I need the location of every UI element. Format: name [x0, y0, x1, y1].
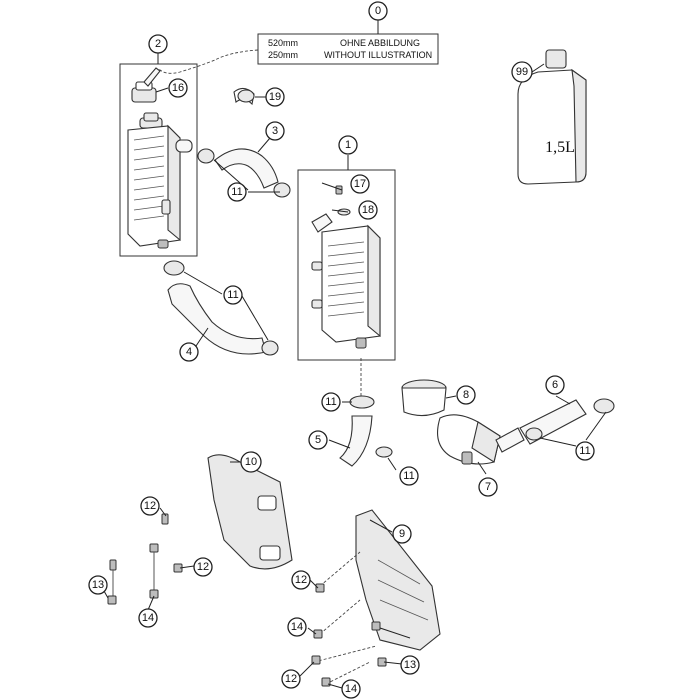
svg-text:99: 99	[516, 66, 528, 78]
callout-11-pump-top: 11	[321, 392, 341, 412]
callout-11-lower-hose: 11	[223, 285, 243, 305]
svg-text:17: 17	[354, 178, 366, 190]
callout-0: 0	[368, 1, 388, 21]
radiator-cap-part	[131, 67, 161, 103]
callout-17: 17	[350, 174, 370, 194]
callout-19: 19	[265, 87, 285, 107]
svg-text:11: 11	[325, 396, 336, 408]
length-note-box: 520mm OHNE ABBILDUNG 250mm WITHOUT ILLUS…	[257, 33, 439, 65]
callout-14-right-mid: 14	[287, 617, 307, 637]
callout-99: 99	[511, 61, 533, 83]
left-radiator-part	[127, 112, 193, 249]
svg-text:19: 19	[269, 91, 281, 103]
callout-8: 8	[456, 385, 476, 405]
note-line2-left: 250mm	[268, 50, 298, 60]
svg-text:4: 4	[186, 346, 192, 358]
svg-text:10: 10	[245, 456, 257, 468]
upper-hose-part	[197, 148, 291, 198]
callout-3: 3	[265, 121, 285, 141]
svg-text:12: 12	[144, 500, 156, 512]
left-radiator-shroud-part	[207, 454, 293, 570]
coolant-bottle-part: 1,5L	[517, 49, 587, 185]
callout-6: 6	[545, 375, 565, 395]
right-radiator-part	[311, 213, 381, 349]
svg-text:6: 6	[552, 379, 558, 391]
svg-text:16: 16	[172, 82, 184, 94]
callout-1: 1	[338, 135, 358, 155]
svg-text:9: 9	[399, 528, 405, 540]
callout-16: 16	[168, 78, 188, 98]
clip-part	[233, 87, 255, 106]
svg-text:11: 11	[579, 445, 590, 457]
callout-13-right: 13	[400, 655, 420, 675]
svg-text:14: 14	[142, 612, 154, 624]
callout-9: 9	[392, 524, 412, 544]
svg-text:5: 5	[315, 434, 321, 446]
callout-10: 10	[240, 451, 262, 473]
svg-text:12: 12	[285, 673, 297, 685]
svg-text:8: 8	[463, 389, 469, 401]
callout-18: 18	[358, 200, 378, 220]
svg-text:12: 12	[197, 561, 209, 573]
note-line1-left: 520mm	[268, 38, 298, 48]
svg-text:13: 13	[404, 659, 416, 671]
svg-text:18: 18	[362, 204, 374, 216]
callout-5: 5	[308, 430, 328, 450]
bottle-volume-label: 1,5L	[545, 139, 575, 156]
callout-11-pump-bottom: 11	[399, 466, 419, 486]
pump-elbow-hose-part	[339, 395, 393, 467]
note-line1-right: OHNE ABBILDUNG	[340, 38, 420, 48]
svg-text:12: 12	[295, 574, 307, 586]
svg-text:11: 11	[231, 186, 242, 198]
svg-text:11: 11	[227, 289, 238, 301]
svg-text:11: 11	[403, 470, 414, 482]
callout-12-right-top: 12	[291, 570, 311, 590]
callout-14-right-bottom: 14	[341, 679, 361, 699]
callout-11-upper-hose: 11	[227, 182, 247, 202]
lower-hose-part	[163, 260, 279, 356]
pump-cover-part	[401, 379, 447, 417]
water-pump-part	[437, 414, 525, 465]
note-line2-right: WITHOUT ILLUSTRATION	[324, 50, 432, 60]
svg-text:14: 14	[291, 621, 303, 633]
side-hose-part	[519, 398, 615, 445]
callout-2: 2	[148, 34, 168, 54]
callout-13-left: 13	[88, 575, 108, 595]
svg-text:3: 3	[272, 125, 278, 137]
svg-text:7: 7	[485, 481, 491, 493]
right-radiator-group-frame	[297, 169, 396, 361]
svg-text:13: 13	[92, 579, 104, 591]
callout-12-left-mid: 12	[193, 557, 213, 577]
callout-12-left-top: 12	[140, 496, 160, 516]
callout-4: 4	[179, 342, 199, 362]
svg-text:1: 1	[345, 139, 351, 151]
right-radiator-shroud-part	[355, 509, 441, 651]
svg-text:2: 2	[155, 38, 161, 50]
callout-12-right-bottom: 12	[281, 669, 301, 689]
svg-text:0: 0	[375, 5, 381, 17]
svg-text:14: 14	[345, 683, 357, 695]
callout-11-side-hose: 11	[575, 441, 595, 461]
callout-7: 7	[478, 477, 498, 497]
callout-14-left: 14	[138, 608, 158, 628]
